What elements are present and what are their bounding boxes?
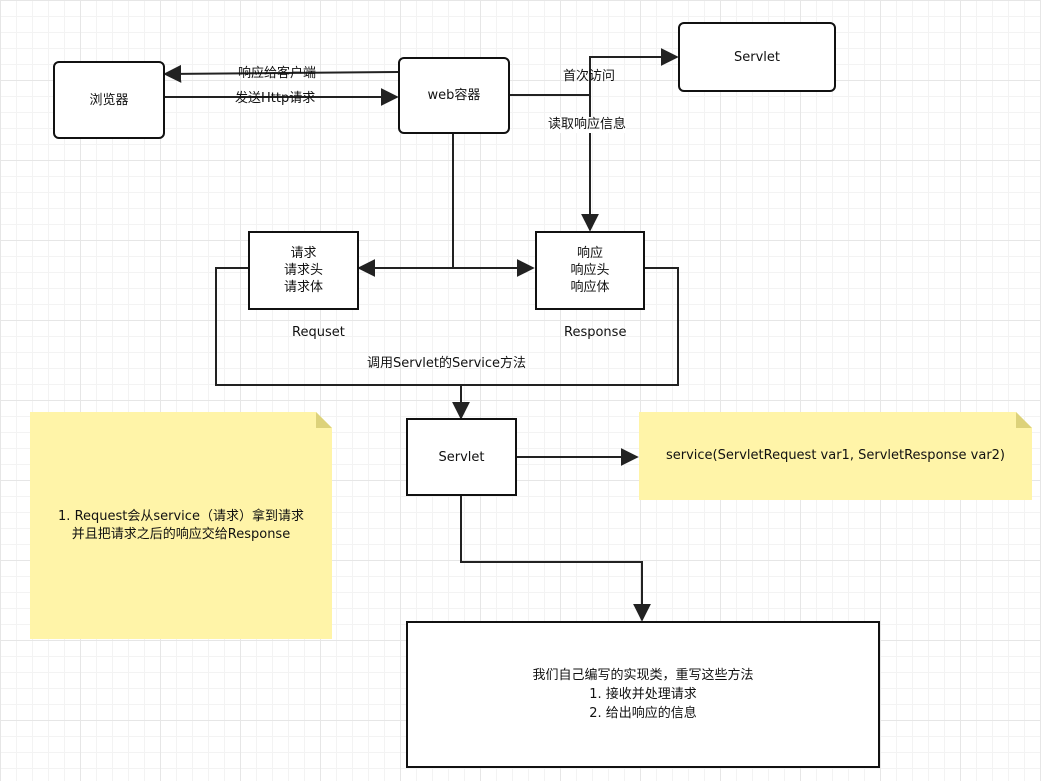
label-call-service: 调用Servlet的Service方法 bbox=[367, 356, 527, 371]
line-loop-to-servlet bbox=[215, 267, 679, 386]
label-request-caption: Requset bbox=[292, 325, 345, 340]
label-read-response-info: 读取响应信息 bbox=[548, 117, 627, 133]
servlet-top-box: Servlet bbox=[678, 22, 836, 92]
label-respond-to-client: 响应给客户端 bbox=[238, 66, 317, 81]
browser-box: 浏览器 bbox=[53, 61, 165, 139]
request-note: 1. Request会从service（请求）拿到请求 并且把请求之后的响应交给… bbox=[30, 412, 332, 639]
impl-class-label: 我们自己编写的实现类，重写这些方法 1. 接收并处理请求 2. 给出响应的信息 bbox=[532, 668, 754, 721]
request-box: 请求 请求头 请求体 bbox=[248, 231, 359, 310]
label-first-access: 首次访问 bbox=[563, 69, 616, 84]
impl-class-box: 我们自己编写的实现类，重写这些方法 1. 接收并处理请求 2. 给出响应的信息 bbox=[406, 621, 880, 768]
browser-label: 浏览器 bbox=[89, 92, 129, 108]
service-signature-note: service(ServletRequest var1, ServletResp… bbox=[639, 412, 1032, 500]
arrow-to-impl bbox=[460, 496, 651, 622]
label-send-http-request: 发送Http请求 bbox=[235, 91, 316, 106]
request-box-label: 请求 请求头 请求体 bbox=[283, 246, 323, 295]
arrow-respond-to-client bbox=[163, 64, 399, 83]
response-box-label: 响应 响应头 响应体 bbox=[570, 246, 610, 295]
web-container-label: web容器 bbox=[427, 88, 481, 103]
label-response-caption: Response bbox=[564, 325, 627, 340]
servlet-mid-box: Servlet bbox=[406, 418, 517, 496]
servlet-mid-label: Servlet bbox=[438, 449, 485, 465]
arrow-first-access bbox=[510, 48, 679, 96]
response-box: 响应 响应头 响应体 bbox=[535, 231, 645, 310]
web-container-box: web容器 bbox=[398, 57, 510, 134]
service-signature-text: service(ServletRequest var1, ServletResp… bbox=[665, 448, 1006, 463]
request-note-text: 1. Request会从service（请求）拿到请求 并且把请求之后的响应交给… bbox=[58, 508, 304, 542]
servlet-top-label: Servlet bbox=[734, 49, 780, 65]
